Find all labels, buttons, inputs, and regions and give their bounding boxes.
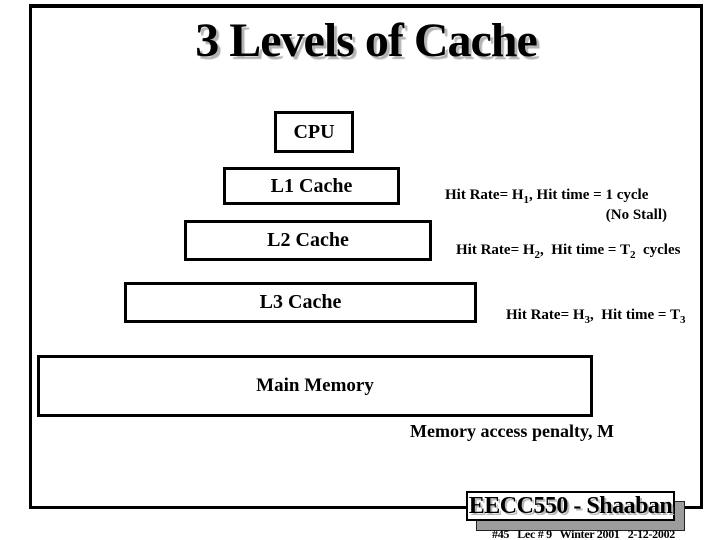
main-memory-box: Main Memory: [37, 355, 593, 417]
l3-annotation-text-2: , Hit time = T: [590, 307, 680, 323]
l1-annotation-no-stall: (No Stall): [605, 207, 667, 223]
l1-annotation-text: Hit Rate= H: [445, 187, 524, 203]
l3-hit-annotation: Hit Rate= H3, Hit time = T3: [491, 285, 685, 345]
l3-annotation-text: Hit Rate= H: [506, 307, 585, 323]
lecture-info: #45 Lec # 9 Winter 2001 2-12-2002: [492, 527, 675, 540]
l2-cache-box: L2 Cache: [184, 220, 432, 261]
l2-hit-annotation: Hit Rate= H2, Hit time = T2 cycles: [441, 220, 680, 280]
l3-annotation-subscript: 3: [584, 314, 591, 326]
l2-annotation-text-3: cycles: [635, 242, 681, 258]
memory-penalty-label: Memory access penalty, M: [410, 421, 614, 441]
course-stamp: EECC550 - Shaaban: [466, 491, 675, 521]
l1-cache-box: L1 Cache: [223, 167, 400, 205]
l2-cache-box-label: L2 Cache: [267, 229, 349, 251]
l2-annotation-text-2: , Hit time = T: [540, 242, 630, 258]
l2-annotation-subscript: 2: [534, 249, 541, 261]
l1-hit-annotation: Hit Rate= H1, Hit time = 1 cycle(No Stal…: [430, 165, 667, 265]
l3-cache-box-label: L3 Cache: [259, 291, 342, 313]
slide-border-frame: [29, 4, 703, 509]
l2-annotation-subscript-2: 2: [629, 249, 636, 261]
cpu-box-label: CPU: [293, 120, 335, 143]
main-memory-box-label: Main Memory: [256, 375, 374, 396]
l3-annotation-subscript-2: 3: [679, 314, 686, 326]
l2-annotation-text: Hit Rate= H: [456, 242, 535, 258]
l1-annotation-text-2: , Hit time = 1 cycle: [529, 187, 649, 203]
l3-cache-box: L3 Cache: [124, 282, 477, 323]
l1-cache-box-label: L1 Cache: [270, 174, 353, 197]
cpu-box: CPU: [274, 111, 354, 153]
l1-annotation-subscript: 1: [523, 194, 530, 206]
course-stamp-label: EECC550 - Shaaban: [468, 492, 673, 519]
slide-title: 3 Levels of Cache: [195, 14, 538, 67]
